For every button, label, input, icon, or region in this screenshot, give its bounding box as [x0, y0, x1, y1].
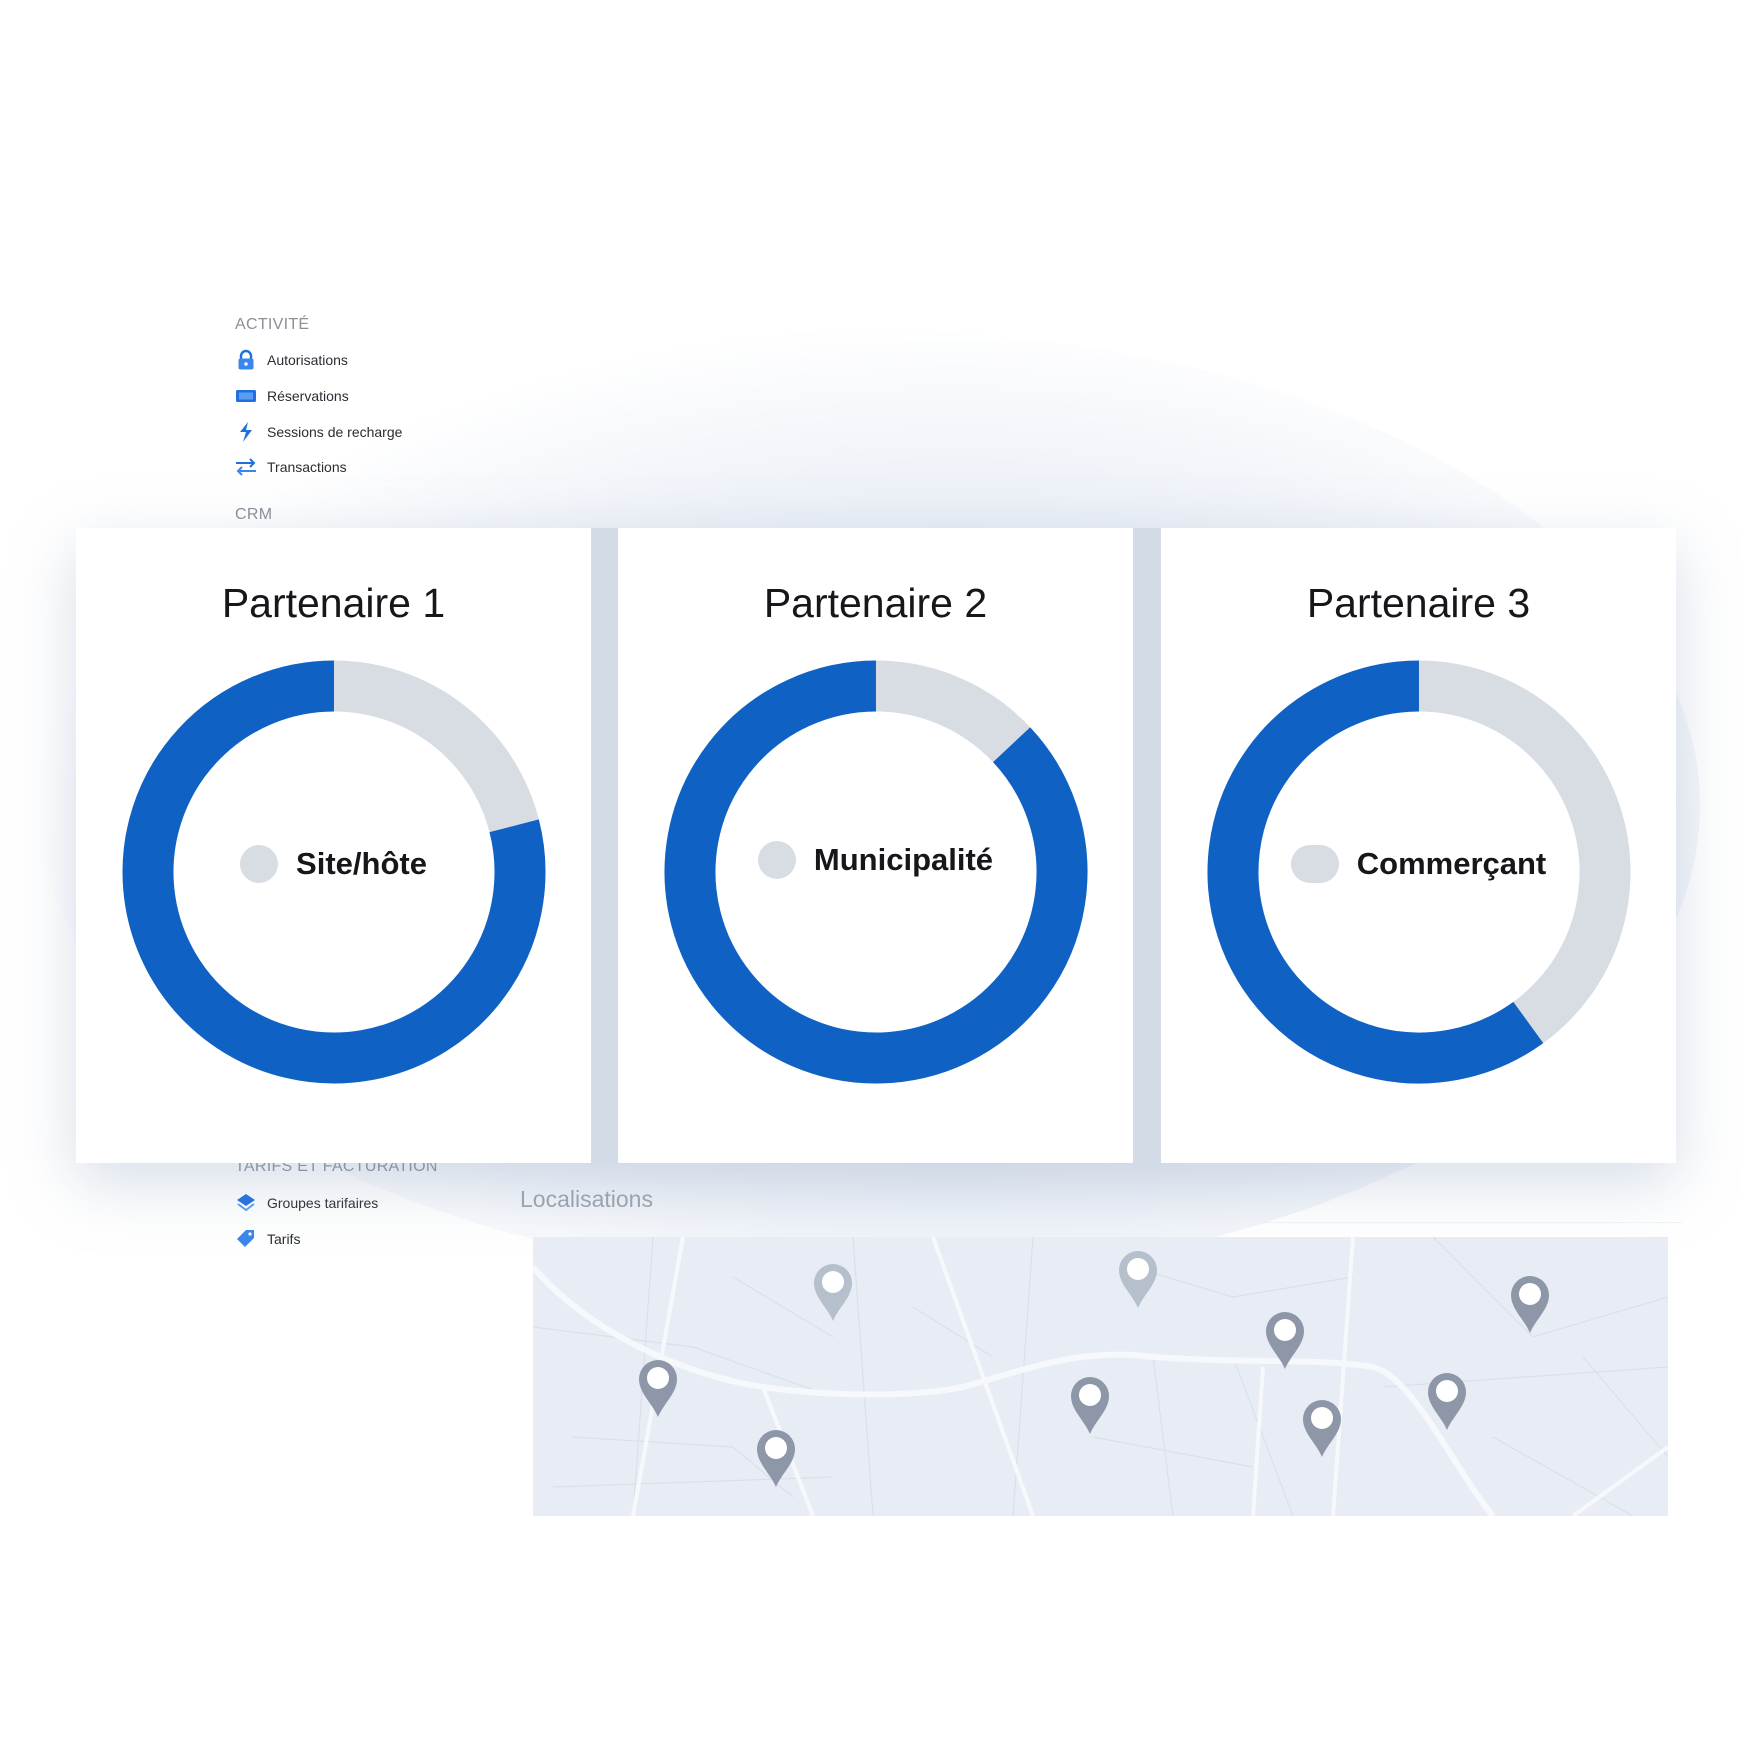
section-activite: ACTIVITÉ: [235, 316, 310, 333]
legend-swatch: [240, 845, 279, 883]
partner-card-2: Partenaire 2 Municipalité: [618, 528, 1133, 1163]
sidebar-item-sessions[interactable]: Sessions de recharge: [235, 421, 402, 443]
transfer-arrows-icon: [236, 458, 256, 476]
tag-icon: [237, 1230, 254, 1247]
sidebar-item-label: Sessions de recharge: [267, 424, 403, 440]
chart-legend: Commerçant: [1161, 845, 1676, 883]
legend-swatch: [1290, 845, 1339, 883]
map-pin-icon[interactable]: [757, 1430, 795, 1487]
lightning-icon: [240, 422, 252, 442]
donut-segment-remainder: [1418, 660, 1631, 1044]
sidebar-item-reservations[interactable]: Réservations: [235, 385, 349, 407]
ticket-icon: [236, 390, 256, 402]
map-pin-icon[interactable]: [1119, 1251, 1157, 1308]
map-pin-icon[interactable]: [1071, 1377, 1109, 1434]
legend-label: Municipalité: [813, 842, 994, 877]
chart-legend: Municipalité: [618, 841, 1133, 879]
donut-segment-value: [1207, 660, 1544, 1084]
donut-segment-remainder: [333, 660, 539, 833]
donut-segment-value: [664, 660, 1088, 1084]
sidebar-item-label: Tarifs: [267, 1231, 301, 1247]
chart-legend: Site/hôte: [76, 845, 591, 883]
legend-label: Site/hôte: [296, 846, 427, 881]
card-title: Partenaire 2: [763, 580, 988, 626]
map-pin-icon[interactable]: [1428, 1373, 1466, 1430]
map-pin-icon[interactable]: [814, 1264, 852, 1321]
sidebar-item-label: Réservations: [267, 388, 349, 404]
card-title: Partenaire 1: [221, 580, 446, 626]
sidebar-item-label: Groupes tarifaires: [267, 1195, 379, 1211]
donut-chart: [664, 660, 1088, 1084]
sidebar-item-label: Transactions: [267, 459, 347, 475]
sidebar-item-transactions[interactable]: Transactions: [235, 456, 347, 478]
section-crm: CRM: [235, 506, 273, 523]
lock-icon: [238, 349, 254, 370]
donut-segment-remainder: [875, 660, 1031, 763]
locations-title: Localisations: [520, 1186, 653, 1212]
map-pin-icon[interactable]: [639, 1360, 677, 1417]
donut-chart: [122, 660, 546, 1084]
map-pins: [639, 1251, 1549, 1487]
map-pin-icon[interactable]: [1303, 1400, 1341, 1457]
sidebar-item-autorisations[interactable]: Autorisations: [235, 349, 348, 371]
sidebar-item-tarifs[interactable]: Tarifs: [235, 1228, 300, 1250]
map-frame: [520, 1222, 1682, 1531]
map-pin-icon[interactable]: [1266, 1312, 1304, 1369]
partner-card-3: Partenaire 3 Commerçant: [1161, 528, 1676, 1163]
sidebar-item-groupes-tarifaires[interactable]: Groupes tarifaires: [235, 1192, 378, 1214]
map-streets: [533, 1237, 1668, 1516]
map-main-road: [533, 1265, 1496, 1516]
legend-label: Commerçant: [1356, 846, 1547, 881]
sidebar-item-label: Autorisations: [267, 352, 348, 368]
locations-map[interactable]: [533, 1237, 1668, 1516]
partner-card-1: Partenaire 1 Site/hôte: [76, 528, 591, 1163]
card-title: Partenaire 3: [1306, 580, 1531, 626]
legend-swatch: [757, 841, 796, 879]
layers-icon: [237, 1194, 255, 1212]
donut-chart: [1207, 660, 1631, 1084]
donut-segment-value: [122, 660, 546, 1084]
map-pin-icon[interactable]: [1511, 1276, 1549, 1333]
